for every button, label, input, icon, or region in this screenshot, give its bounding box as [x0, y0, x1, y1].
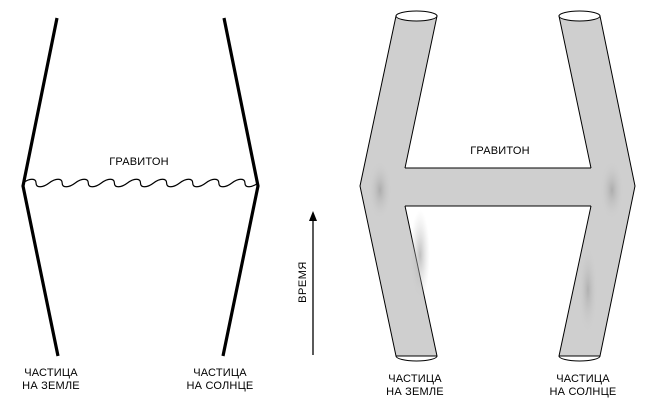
- time-axis-label: ВРЕМЯ: [297, 261, 309, 303]
- earth-particle-worldline: [21, 17, 60, 357]
- left-graviton-label: ГРАВИТОН: [109, 156, 169, 168]
- left-sun-particle-label: ЧАСТИЦА НА СОЛНЦЕ: [180, 367, 260, 393]
- earth-particle-line1: ЧАСТИЦА: [24, 367, 78, 379]
- right-diagram: [359, 10, 636, 362]
- sun-particle-line1: ЧАСТИЦА: [556, 373, 610, 385]
- right-earth-particle-label: ЧАСТИЦА НА ЗЕМЛЕ: [377, 373, 453, 399]
- sun-particle-worldline: [221, 17, 260, 357]
- earth-tube-top: [395, 10, 438, 22]
- right-sun-particle-label: ЧАСТИЦА НА СОЛНЦЕ: [543, 373, 623, 399]
- sun-particle-line2: НА СОЛНЦЕ: [549, 386, 617, 398]
- sun-particle-line2: НА СОЛНЦЕ: [186, 380, 254, 392]
- time-arrow: [309, 211, 317, 355]
- earth-particle-line1: ЧАСТИЦА: [388, 373, 442, 385]
- sun-particle-line1: ЧАСТИЦА: [193, 367, 247, 379]
- left-earth-particle-label: ЧАСТИЦА НА ЗЕМЛЕ: [14, 367, 88, 393]
- right-graviton-label: ГРАВИТОН: [470, 145, 530, 157]
- graviton-string-bar: [404, 168, 592, 206]
- earth-particle-line2: НА ЗЕМЛЕ: [22, 380, 80, 392]
- sun-tube-top: [558, 10, 601, 22]
- left-diagram: [21, 17, 260, 357]
- graviton-wavy-line: [22, 178, 259, 188]
- earth-particle-line2: НА ЗЕМЛЕ: [386, 386, 444, 398]
